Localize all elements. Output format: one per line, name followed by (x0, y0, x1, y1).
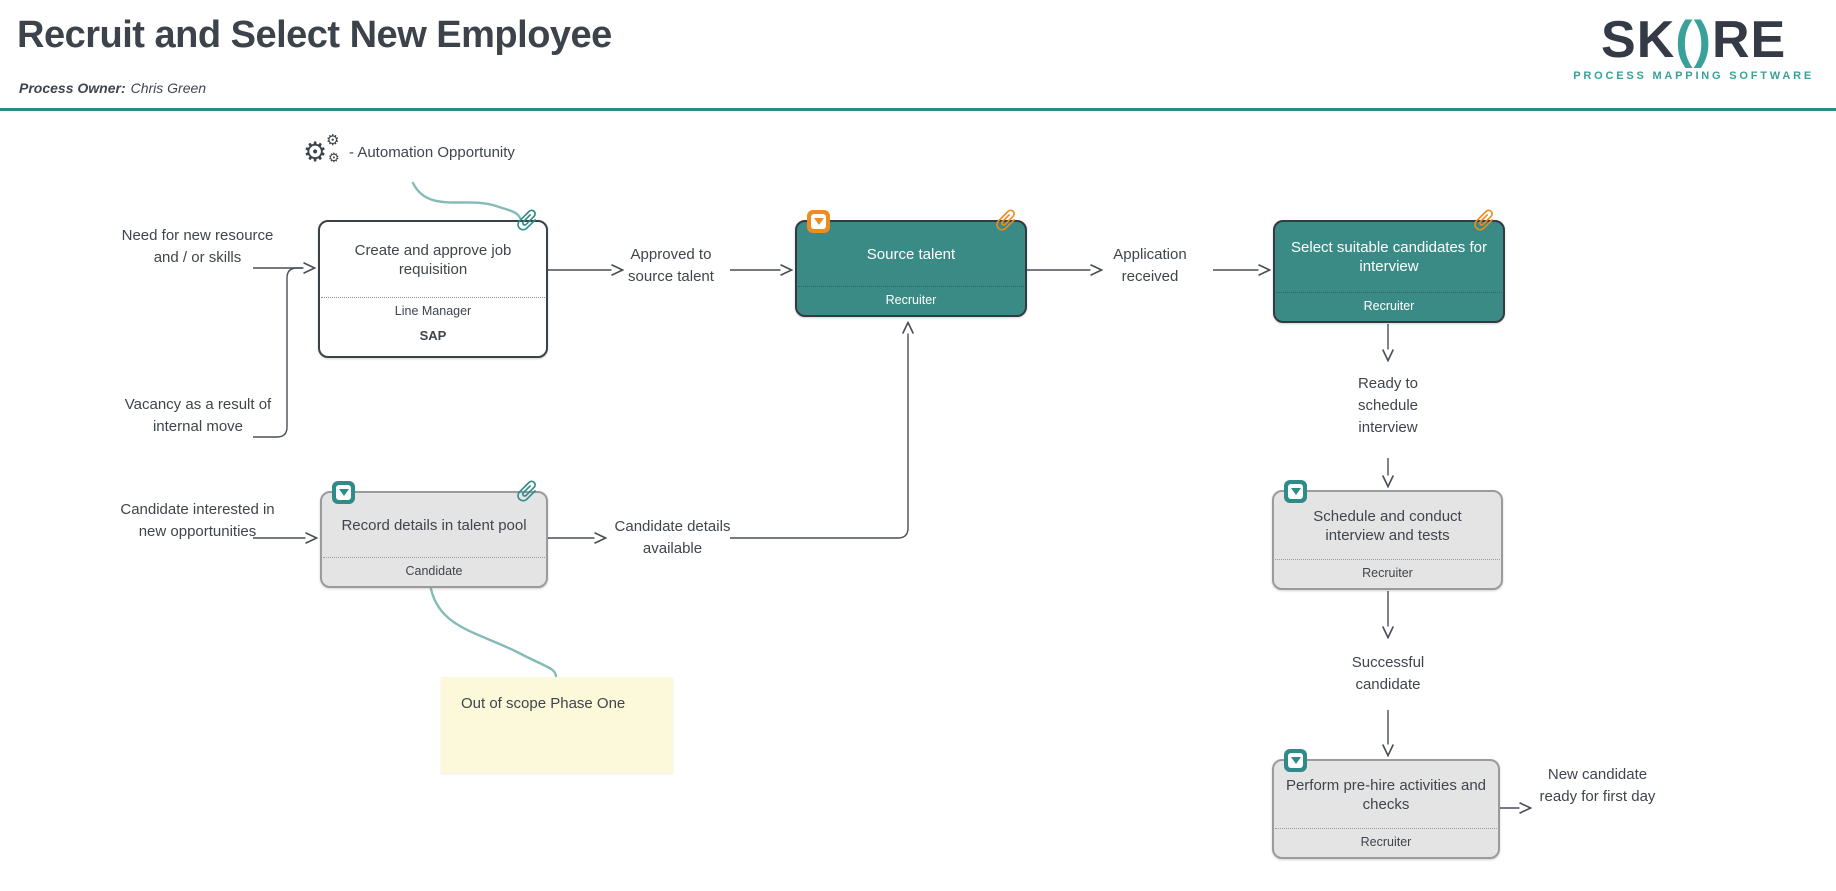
flow-label-approved: Approved to source talent (628, 246, 714, 285)
box-role: Recruiter (1362, 566, 1413, 580)
role-separator (1275, 828, 1497, 829)
process-owner-label: Process Owner: (19, 80, 126, 96)
paperclip-icon[interactable] (509, 202, 546, 239)
page-title: Recruit and Select New Employee (17, 14, 612, 56)
box-schedule-interview[interactable]: Schedule and conduct interview and tests… (1272, 480, 1503, 590)
logo-sk: SK (1601, 11, 1676, 69)
role-separator (323, 557, 545, 558)
automation-legend-label: - Automation Opportunity (349, 144, 515, 161)
logo-re: RE (1711, 11, 1787, 69)
box-role: Recruiter (1363, 299, 1415, 313)
process-owner: Process Owner:Chris Green (19, 80, 206, 96)
flow-label-candidate-details: Candidate details available (614, 518, 731, 557)
box-title: Select suitable candidates for interview (1291, 239, 1487, 275)
role-separator (321, 297, 545, 298)
process-owner-name: Chris Green (130, 80, 207, 96)
box-title: Perform pre-hire activities and checks (1285, 776, 1487, 813)
logo-open-paren: ( (1675, 11, 1694, 69)
box-title: Schedule and conduct interview and tests (1313, 507, 1462, 544)
drilldown-icon[interactable] (807, 210, 830, 233)
box-role: Line Manager (394, 304, 472, 318)
skore-logo: SK()RE PROCESS MAPPING SOFTWARE (1573, 12, 1814, 82)
box-record-talent-pool[interactable]: Record details in talent pool Candidate (320, 480, 548, 588)
paperclip-icon[interactable] (509, 473, 546, 510)
role-separator (798, 286, 1024, 287)
logo-close-paren: ) (1693, 11, 1712, 69)
skore-logo-word: SK()RE (1573, 12, 1814, 68)
box-prehire-checks[interactable]: Perform pre-hire activities and checks R… (1272, 749, 1500, 859)
flow-label-successful: Successful candidate (1351, 654, 1425, 693)
role-separator (1275, 559, 1500, 560)
box-role: Candidate (405, 564, 463, 578)
out-of-scope-note[interactable]: Out of scope Phase One (441, 677, 673, 773)
box-create-job-requisition[interactable]: Create and approve job requisition Line … (318, 209, 548, 358)
gears-icon: ⚙⚙⚙ (303, 132, 340, 167)
drilldown-icon[interactable] (1284, 480, 1307, 503)
header: Recruit and Select New Employee Process … (0, 0, 1836, 111)
box-system: SAP (419, 328, 447, 343)
role-separator (1276, 292, 1502, 293)
box-title: Create and approve job requisition (354, 241, 512, 278)
process-diagram: ⚙⚙⚙ - Automation Opportunity Create and … (0, 111, 1836, 891)
drilldown-icon[interactable] (332, 481, 355, 504)
flow-label-ready: Ready to schedule interview (1357, 375, 1419, 436)
flow-label-vacancy: Vacancy as a result of internal move (124, 396, 272, 435)
flow-label-new-candidate: New candidate ready for first day (1539, 766, 1656, 805)
annotation-curve-automation (411, 181, 522, 220)
logo-tagline: PROCESS MAPPING SOFTWARE (1573, 70, 1814, 82)
header-divider (0, 108, 1836, 111)
drilldown-icon[interactable] (1284, 749, 1307, 772)
box-select-candidates[interactable]: Select suitable candidates for interview… (1273, 209, 1505, 323)
box-title: Record details in talent pool (341, 516, 527, 534)
box-title: Source talent (866, 245, 956, 263)
flow-label-application: Application received (1113, 246, 1187, 285)
box-role: Recruiter (1360, 835, 1412, 849)
box-role: Recruiter (885, 293, 937, 307)
connector-details-to-source (730, 323, 908, 539)
paperclip-icon[interactable] (1466, 202, 1503, 239)
flow-label-need: Need for new resource and / or skills (121, 227, 274, 266)
paperclip-icon[interactable] (988, 202, 1025, 239)
note-text: Out of scope Phase One (461, 695, 626, 712)
flow-label-candidate-interested: Candidate interested in new opportunitie… (120, 501, 275, 540)
annotation-curve-note (429, 587, 558, 678)
box-source-talent[interactable]: Source talent Recruiter (795, 209, 1027, 317)
